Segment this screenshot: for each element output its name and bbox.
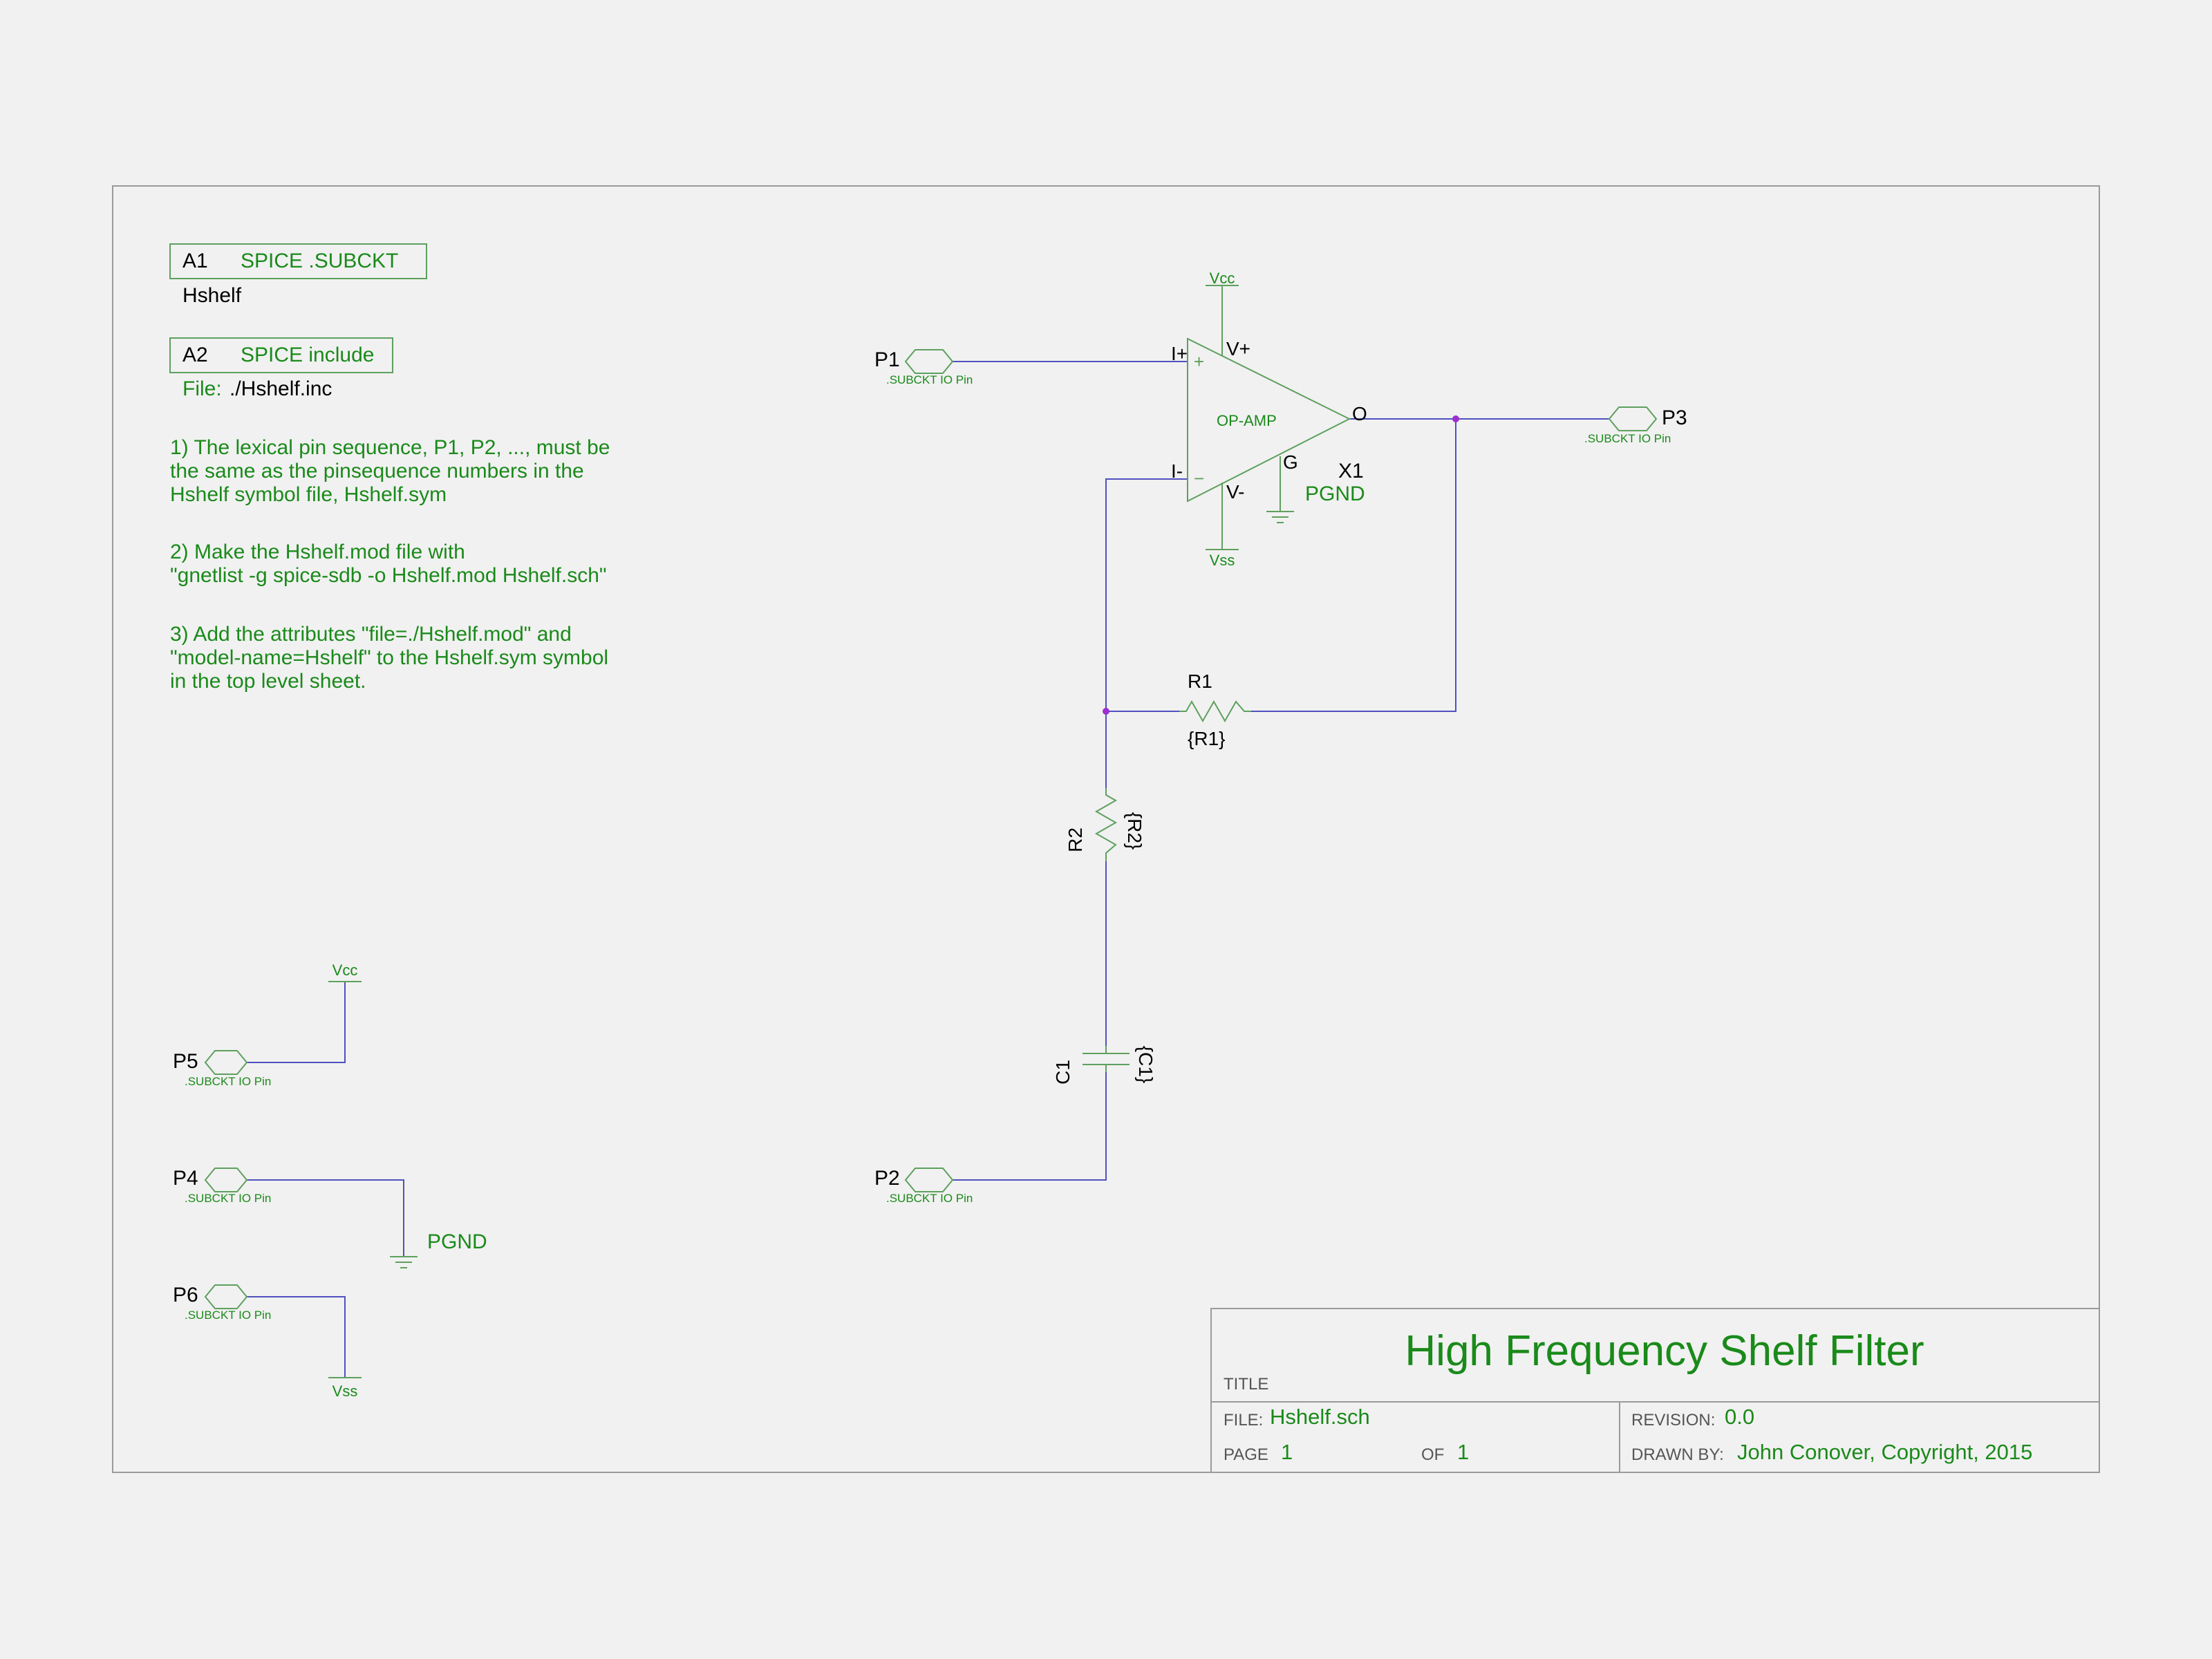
- opamp-ground-pin-label: G: [1283, 451, 1298, 473]
- pgnd-label: PGND: [427, 1230, 487, 1253]
- a2-box: [169, 337, 393, 373]
- pin-p1-type: .SUBCKT IO Pin: [886, 373, 973, 386]
- opamp-refdes: X1: [1338, 460, 1364, 482]
- r2-refdes: R2: [1065, 827, 1086, 852]
- of-label: OF: [1421, 1445, 1444, 1464]
- pin-p3-type: .SUBCKT IO Pin: [1584, 432, 1671, 445]
- of-value: 1: [1457, 1440, 1469, 1464]
- note-1-line-2: the same as the pinsequence numbers in t…: [170, 460, 584, 482]
- pin-p6-label: P6: [173, 1284, 198, 1306]
- opamp-in-minus-label: I-: [1171, 460, 1183, 482]
- wire-p4-pgnd: [247, 1179, 404, 1257]
- capacitor-c1: [1082, 1046, 1130, 1072]
- resistor-r2: [1094, 788, 1118, 861]
- revision-label: REVISION:: [1631, 1411, 1715, 1430]
- power-symbols: [328, 981, 418, 1378]
- revision-value: 0.0: [1725, 1405, 1754, 1429]
- opamp-body: [1187, 337, 1351, 503]
- wires: [247, 361, 1609, 1378]
- page-label: PAGE: [1224, 1445, 1268, 1464]
- a1-label: SPICE .SUBCKT: [241, 250, 398, 272]
- pin-p5-shape: [204, 1050, 248, 1075]
- junction-feedback: [1103, 708, 1109, 715]
- opamp-v-plus-label: V+: [1226, 338, 1250, 359]
- pin-p1-label: P1: [874, 348, 900, 371]
- pin-p5-label: P5: [173, 1050, 198, 1073]
- r1-refdes: R1: [1188, 671, 1212, 692]
- file-value: Hshelf.sch: [1270, 1405, 1370, 1429]
- note-2-line-1: 2) Make the Hshelf.mod file with: [170, 541, 465, 563]
- a1-box: [169, 243, 427, 279]
- pin-p3-label: P3: [1662, 406, 1687, 429]
- pin-p3-shape: [1608, 406, 1658, 431]
- io-pin-shapes: [204, 349, 1658, 1309]
- a1-value: Hshelf: [182, 284, 242, 307]
- r2-value: {R2}: [1124, 812, 1145, 850]
- drawn-by-label: DRAWN BY:: [1631, 1445, 1724, 1464]
- wire-p5-vcc: [247, 982, 346, 1063]
- pin-p2-type: .SUBCKT IO Pin: [886, 1192, 973, 1205]
- opamp-pgnd-label: PGND: [1305, 482, 1365, 505]
- pin-p4-shape: [204, 1168, 248, 1192]
- title-block: [1210, 1308, 2100, 1473]
- resistor-r1: [1179, 700, 1251, 723]
- note-1-line-3: Hshelf symbol file, Hshelf.sym: [170, 483, 447, 506]
- r1-value: {R1}: [1188, 728, 1226, 749]
- opamp-minus-sign: −: [1194, 468, 1204, 489]
- notes: 1) The lexical pin sequence, P1, P2, ...…: [170, 436, 610, 693]
- vcc-label: Vcc: [332, 962, 358, 979]
- pin-p1-shape: [904, 349, 954, 374]
- drawn-by-value: John Conover, Copyright, 2015: [1737, 1440, 2032, 1464]
- opamp-vss-label: Vss: [1210, 552, 1235, 569]
- title-label: TITLE: [1224, 1375, 1268, 1394]
- note-3-line-3: in the top level sheet.: [170, 670, 366, 693]
- vss-label: Vss: [332, 1382, 358, 1400]
- junction-output: [1452, 415, 1459, 422]
- note-1-line-1: 1) The lexical pin sequence, P1, P2, ...…: [170, 436, 610, 459]
- note-2-line-2: "gnetlist -g spice-sdb -o Hshelf.mod Hsh…: [170, 564, 607, 587]
- pin-p6-shape: [204, 1284, 248, 1309]
- note-3-line-1: 3) Add the attributes "file=./Hshelf.mod…: [170, 623, 572, 646]
- c1-refdes: C1: [1052, 1060, 1074, 1085]
- c1-value: {C1}: [1135, 1046, 1156, 1084]
- opamp-vcc-label: Vcc: [1210, 270, 1235, 287]
- opamp-v-minus-label: V-: [1226, 481, 1244, 503]
- wire-c1-p2: [953, 1072, 1107, 1181]
- wire-p6-vss: [247, 1296, 346, 1378]
- opamp-x1: [1187, 285, 1351, 550]
- opamp-name: OP-AMP: [1217, 412, 1277, 429]
- pin-p4-label: P4: [173, 1167, 198, 1190]
- a2-file-key: File:: [182, 377, 222, 400]
- pin-p6-type: .SUBCKT IO Pin: [185, 1309, 271, 1322]
- a1-refdes: A1: [182, 250, 208, 272]
- a2-refdes: A2: [182, 344, 208, 366]
- pin-p2-shape: [904, 1168, 954, 1192]
- sheet-border: [112, 185, 2100, 1473]
- opamp-in-plus-label: I+: [1171, 343, 1188, 364]
- wire-inminus-node: [1105, 478, 1188, 711]
- pin-p4-type: .SUBCKT IO Pin: [185, 1192, 271, 1205]
- a2-label: SPICE include: [241, 344, 374, 366]
- opamp-out-label: O: [1352, 403, 1367, 424]
- pin-p5-type: .SUBCKT IO Pin: [185, 1075, 271, 1088]
- drawing-title: High Frequency Shelf Filter: [1405, 1327, 1924, 1375]
- file-label: FILE:: [1224, 1411, 1263, 1430]
- wire-feedback: [1251, 419, 1456, 712]
- page-value: 1: [1281, 1440, 1293, 1464]
- pin-p2-label: P2: [874, 1167, 900, 1190]
- a2-file-value: ./Hshelf.inc: [229, 377, 332, 400]
- note-3-line-2: "model-name=Hshelf" to the Hshelf.sym sy…: [170, 646, 608, 669]
- opamp-plus-sign: +: [1194, 351, 1204, 372]
